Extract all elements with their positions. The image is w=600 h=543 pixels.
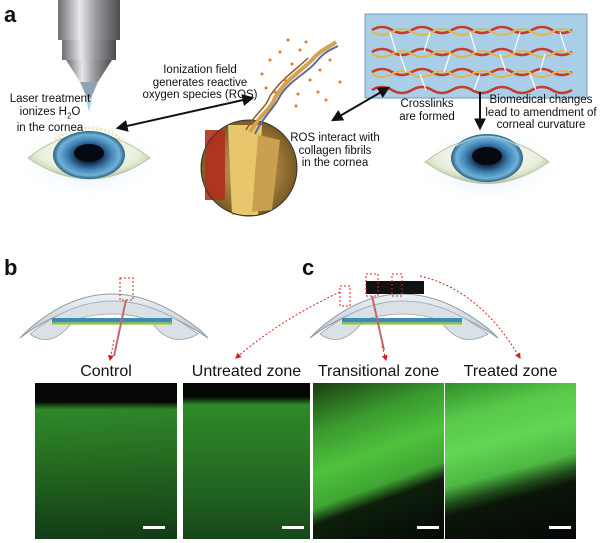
panel-letter-b: b — [4, 255, 18, 280]
label-laser-line-2a: ionizes H — [19, 105, 67, 118]
label-crosslinks: Crosslinks are formed — [392, 98, 462, 123]
scale-bar-untreated — [282, 526, 304, 529]
scale-bar-control — [143, 526, 165, 529]
micro-untreated-image — [183, 383, 310, 539]
label-biomedical-line-1: Biomedical changes — [489, 94, 593, 106]
panel-a-illustration — [15, 0, 588, 217]
label-crosslinks-line-2: are formed — [399, 110, 455, 123]
label-ionization-line-3: oxygen species (ROS) — [142, 89, 258, 101]
crosslinks-diagram-icon — [364, 13, 588, 99]
label-ionization-line-2: generates reactive — [152, 76, 248, 89]
label-laser-sub: 2 — [66, 110, 72, 120]
label-ros-line-2: collagen fibrils — [298, 144, 372, 157]
zone-title-control: Control — [80, 363, 132, 380]
zone-title-transitional: Transitional zone — [317, 363, 440, 380]
label-laser-line-2b: O — [71, 105, 81, 118]
ros-particles-icon — [260, 38, 342, 108]
micro-treated-image — [445, 383, 576, 539]
panel-letter-c: c — [302, 255, 315, 280]
label-ros-line-1: ROS interact with — [290, 132, 380, 144]
label-ionization-field: Ionization field generates reactive oxyg… — [125, 64, 275, 102]
label-ros-interact: ROS interact with collagen fibrils in th… — [280, 132, 390, 170]
label-laser-line-1: Laser treatment — [9, 93, 91, 105]
label-crosslinks-line-1: Crosslinks — [400, 98, 454, 110]
label-biomedical-changes: Biomedical changes lead to amendment of … — [484, 94, 598, 132]
arrow-c-transitional — [371, 295, 385, 351]
cornea-c-icon — [309, 273, 499, 340]
cornea-b-icon — [19, 277, 209, 340]
arrow-b-dashed — [107, 339, 115, 362]
panel-bc-illustration — [19, 273, 521, 362]
zone-title-treated: Treated zone — [463, 363, 558, 380]
scale-bar-treated — [549, 526, 571, 529]
label-laser-treatment: Laser treatment ionizes H2O in the corne… — [0, 93, 100, 135]
collagen-helix-icon — [245, 40, 339, 135]
micro-control-image — [35, 383, 177, 539]
label-biomedical-line-2: lead to amendment of — [485, 106, 597, 119]
arrow-crosslinks — [330, 86, 391, 122]
label-laser-line-3: in the cornea — [16, 122, 84, 135]
arrow-b-down — [113, 299, 127, 357]
label-laser-line-2: ionizes H2O — [0, 106, 100, 123]
arrow-c-transitional-dashed — [381, 345, 388, 362]
laser-objective-icon — [58, 0, 120, 112]
label-ros-line-3: in the cornea — [301, 157, 369, 169]
left-eye-icon — [15, 118, 163, 202]
label-biomedical-line-3: corneal curvature — [496, 119, 586, 131]
scale-bar-transitional — [417, 526, 439, 529]
panel-letter-a: a — [4, 2, 17, 27]
arrow-c-treated — [419, 275, 521, 360]
micro-transitional-image — [313, 383, 444, 539]
right-eye-icon — [413, 123, 561, 207]
zone-title-untreated: Untreated zone — [191, 363, 302, 380]
arrow-ionization — [115, 94, 255, 132]
label-ionization-line-1: Ionization field — [163, 64, 237, 76]
